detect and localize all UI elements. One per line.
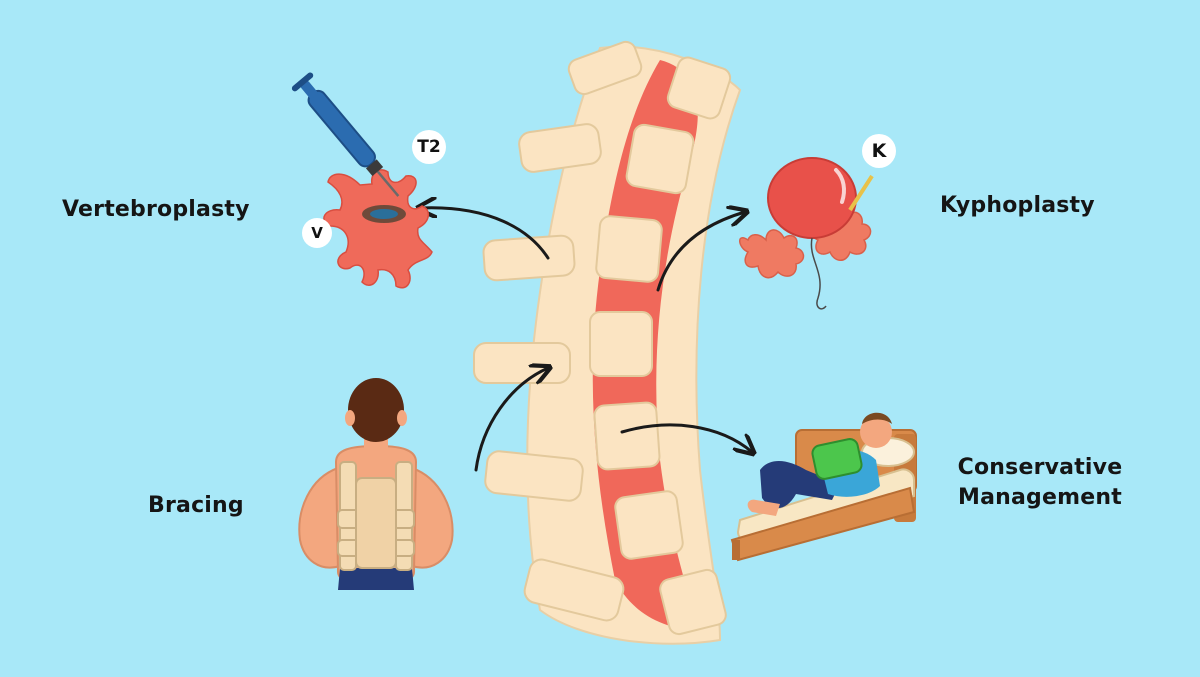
bed-rest-illustration — [732, 413, 916, 560]
badge-v: V — [302, 218, 332, 248]
bracing-illustration — [299, 378, 452, 590]
label-conservative-line2: Management — [952, 483, 1128, 513]
label-conservative-line1: Conservative — [952, 453, 1128, 483]
badge-t2: T2 — [412, 130, 446, 164]
label-conservative-management: Conservative Management — [952, 453, 1128, 513]
label-vertebroplasty: Vertebroplasty — [62, 195, 250, 225]
back-brace — [338, 462, 414, 570]
kyphoplasty-illustration — [740, 158, 872, 309]
label-kyphoplasty: Kyphoplasty — [940, 191, 1095, 221]
badge-k: K — [862, 134, 896, 168]
vertebroplasty-illustration — [291, 71, 432, 288]
spine-illustration — [474, 39, 740, 644]
label-bracing: Bracing — [148, 491, 244, 521]
